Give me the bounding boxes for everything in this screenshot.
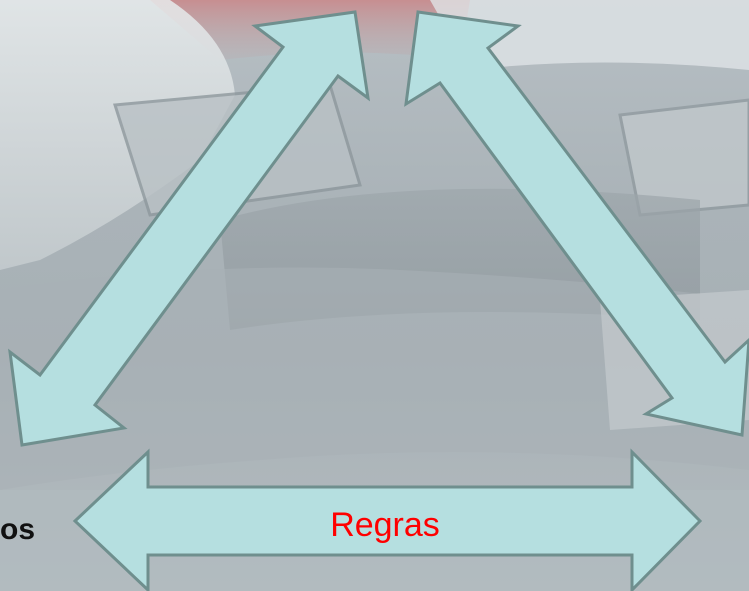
double-arrow-left-diagonal-icon: [10, 12, 368, 445]
left-partial-label: os: [0, 512, 35, 548]
double-arrow-right-diagonal-icon: [406, 12, 749, 435]
regras-label: Regras: [300, 505, 470, 545]
